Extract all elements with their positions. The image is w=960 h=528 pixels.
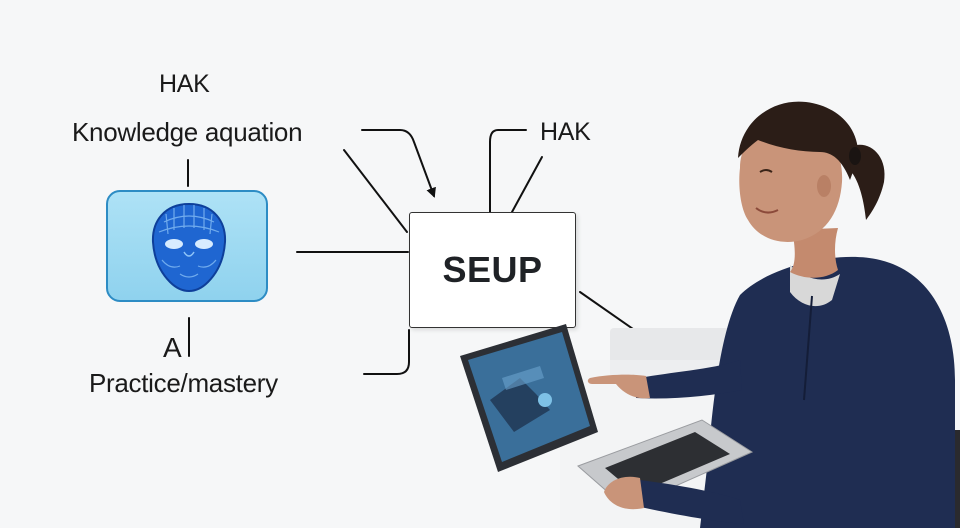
line-hak-diagonal (511, 156, 543, 213)
person-hair (738, 101, 859, 180)
seup-node-box: SEUP (409, 212, 576, 328)
person-illustration (460, 101, 960, 528)
arrow-knowledge-to-seup (361, 129, 436, 198)
label-a: A (163, 332, 182, 363)
person-hand-pointing (587, 374, 650, 399)
label-knowledge: Knowledge aquation (72, 117, 303, 147)
line-diagonal-knowledge (343, 149, 408, 233)
seup-label: SEUP (442, 249, 543, 290)
person-arm (636, 360, 742, 399)
ai-node-box (106, 190, 268, 302)
label-practice: Practice/mastery (89, 368, 278, 398)
person-sweater (700, 256, 955, 528)
label-hak-top-right: HAK (540, 118, 591, 146)
label-hak-top-left: HAK (159, 70, 210, 98)
line-hak-to-seup (489, 129, 527, 213)
line-seup-to-practice (363, 329, 410, 375)
ai-head-icon (151, 202, 227, 293)
